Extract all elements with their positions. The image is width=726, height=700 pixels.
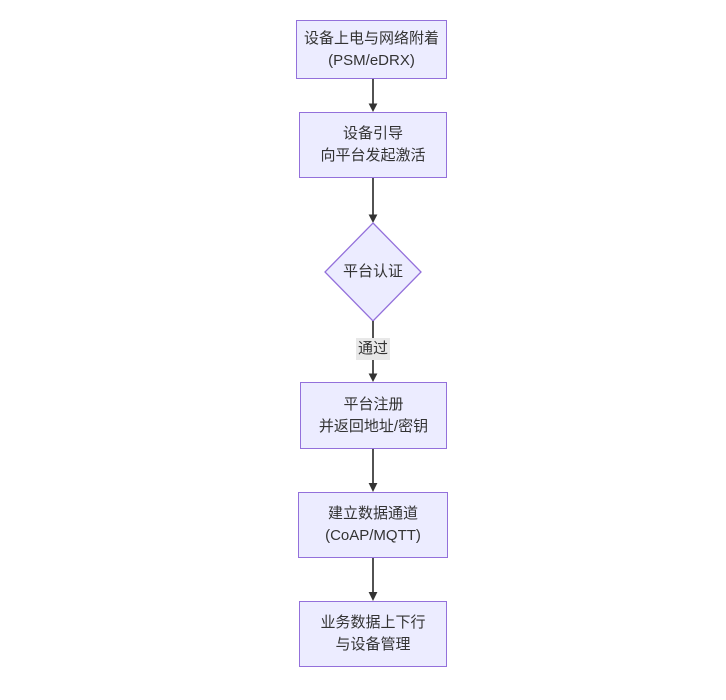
node-data-channel: 建立数据通道 (CoAP/MQTT) <box>298 492 448 558</box>
node-platform-auth-label: 平台认证 <box>342 263 403 280</box>
node-business-data: 业务数据上下行 与设备管理 <box>299 601 447 667</box>
node-bootstrap: 设备引导 向平台发起激活 <box>299 112 447 178</box>
arrowhead-icon <box>368 483 378 492</box>
node-label-line: 平台注册 <box>343 395 404 413</box>
arrowhead-icon <box>368 214 378 223</box>
node-label-line: 与设备管理 <box>335 636 411 653</box>
arrowhead-icon <box>368 592 378 601</box>
node-label-line: 设备引导 <box>342 125 403 142</box>
edge-label-text: 通过 <box>355 338 390 360</box>
edge-label-pass: 通过 <box>343 338 403 360</box>
arrowhead-icon <box>368 373 378 382</box>
node-label-line: 建立数据通道 <box>327 505 418 522</box>
node-label-line: 向平台发起激活 <box>320 147 426 164</box>
node-label-line: 设备上电与网络附着 <box>303 29 439 47</box>
node-label-line: (CoAP/MQTT) <box>325 527 421 544</box>
node-label-line: 并返回地址/密钥 <box>318 417 429 435</box>
node-power-attach: 设备上电与网络附着 (PSM/eDRX) <box>296 20 447 79</box>
node-label-line: (PSM/eDRX) <box>328 51 415 69</box>
arrowhead-icon <box>368 103 378 112</box>
node-label-line: 业务数据上下行 <box>320 614 426 631</box>
node-platform-register: 平台注册 并返回地址/密钥 <box>300 382 447 449</box>
